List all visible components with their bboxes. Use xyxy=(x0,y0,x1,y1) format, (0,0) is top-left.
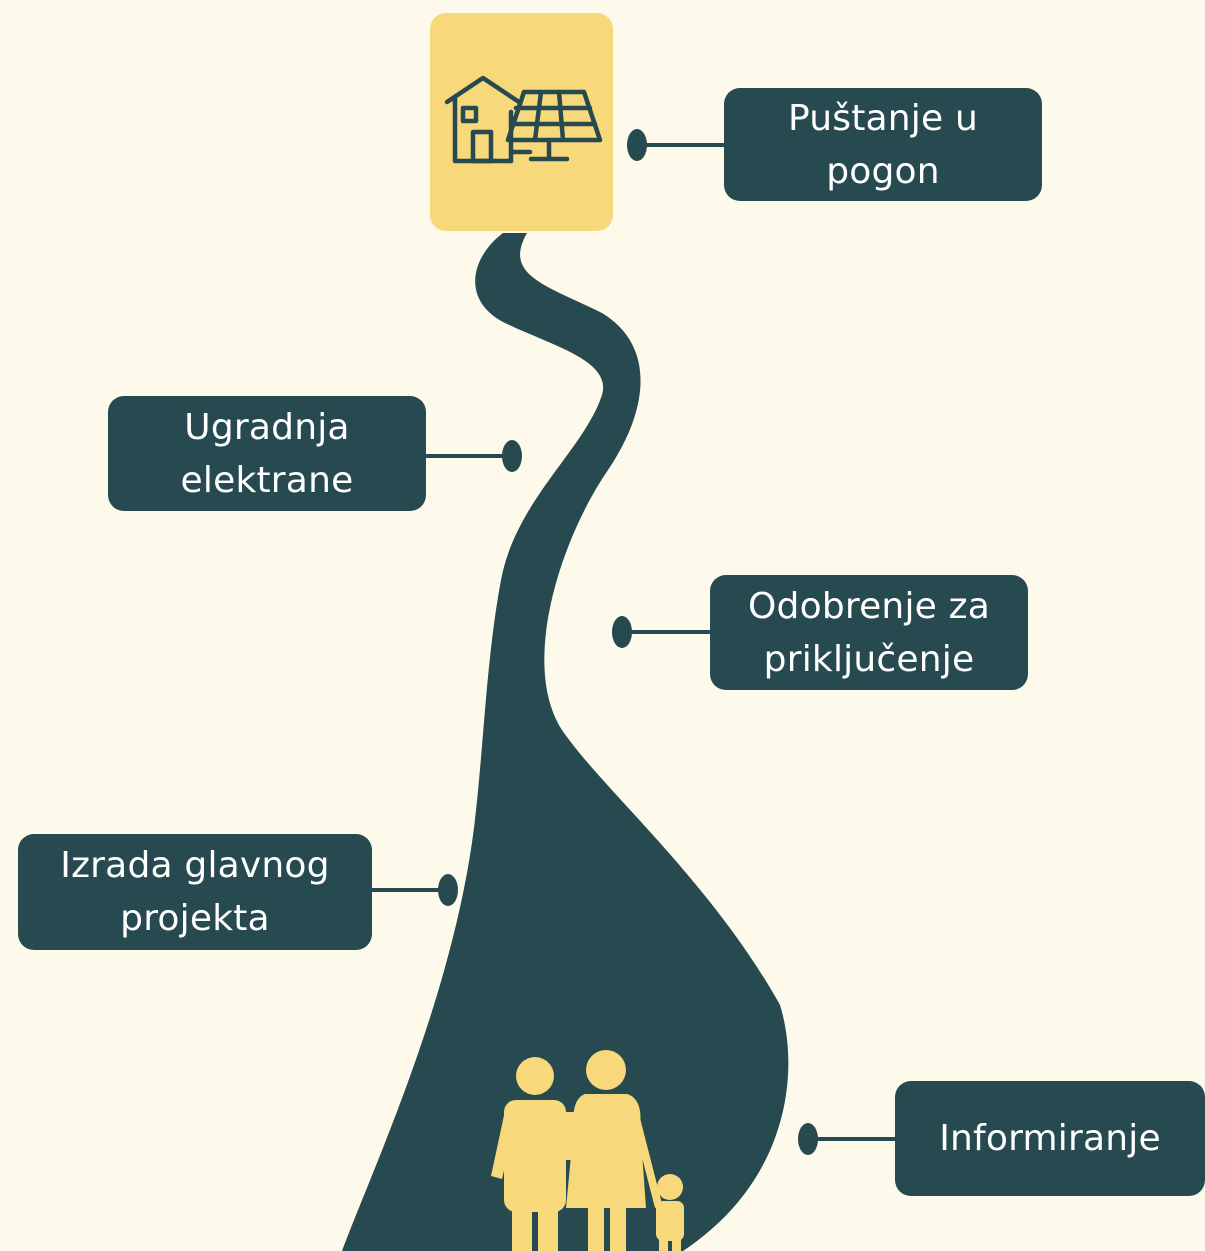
step-box-informiranje: Informiranje xyxy=(895,1081,1205,1196)
house-solar-panel-icon xyxy=(444,75,603,164)
step-box-izrada-glavnog-projekta: Izrada glavnog projekta xyxy=(18,834,372,950)
step-box-odobrenje-za-prikljucenje: Odobrenje za priključenje xyxy=(710,575,1028,690)
step-label-line: pogon xyxy=(826,150,940,192)
step-label-line: Izrada glavnog xyxy=(60,845,330,886)
step-label-line: Ugradnja xyxy=(184,406,350,448)
step-label-line: elektrane xyxy=(180,459,354,501)
step-label-line: Informiranje xyxy=(939,1118,1161,1159)
connector-step-2 xyxy=(372,874,458,906)
step-label-line: projekta xyxy=(120,898,270,939)
connector-step-5 xyxy=(627,129,724,161)
step-label-line: Odobrenje za xyxy=(748,585,990,627)
connector-step-4 xyxy=(426,440,522,472)
connector-step-1 xyxy=(798,1123,895,1155)
family-icon xyxy=(491,1050,684,1251)
step-label-line: priključenje xyxy=(763,638,975,680)
connector-step-3 xyxy=(612,616,710,648)
road-path xyxy=(342,233,789,1251)
step-box-pustanje-u-pogon: Puštanje u pogon xyxy=(724,88,1042,201)
step-label-line: Puštanje u xyxy=(787,97,979,139)
step-box-ugradnja-elektrane: Ugradnja elektrane xyxy=(108,396,426,511)
